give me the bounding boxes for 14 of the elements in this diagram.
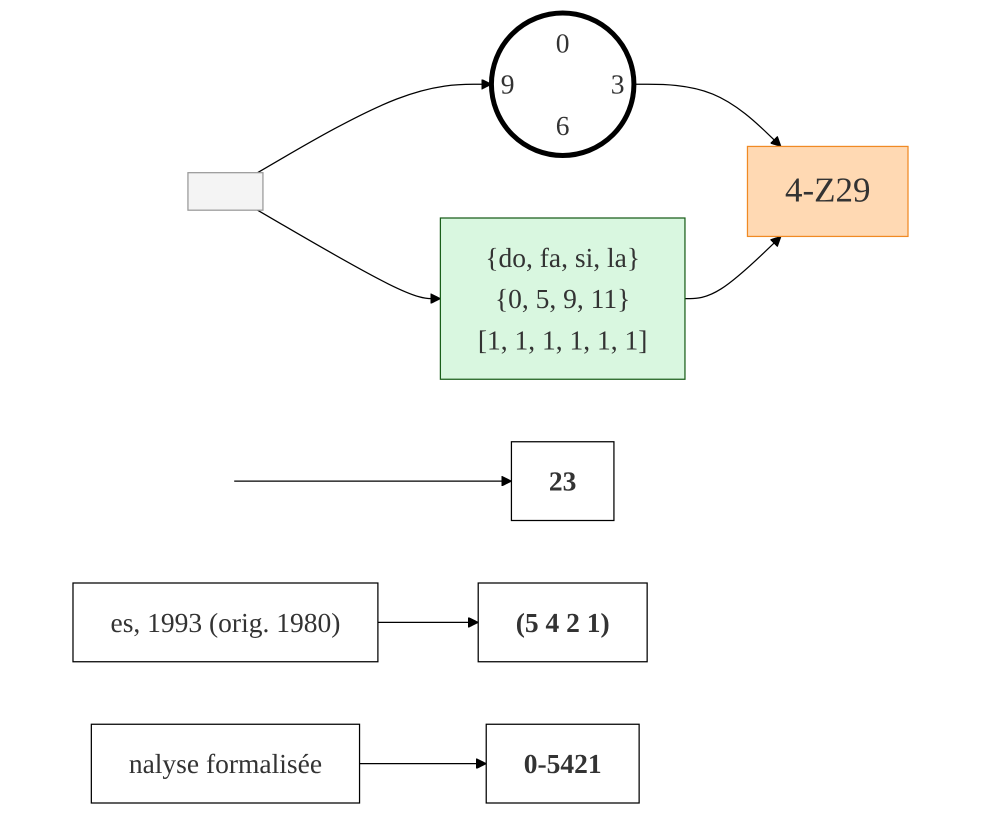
- node-box: 0-5421: [486, 724, 640, 804]
- node-box: 23: [510, 441, 615, 522]
- arrow: [234, 476, 512, 487]
- arrow: [360, 758, 487, 770]
- node-box: 4-Z29: [746, 146, 909, 238]
- arrow: [257, 210, 441, 304]
- arrow: [378, 616, 479, 628]
- node-box: es, 1993 (orig. 1980): [72, 582, 379, 662]
- node-box: [187, 172, 264, 211]
- node-circle: 0 9 3 6: [488, 10, 636, 158]
- node-box: nalyse formalisée: [90, 724, 360, 804]
- node-box: {do, fa, si, la} {0, 5, 9, 11} [1, 1, 1, 1, 1, 1]: [440, 217, 686, 380]
- arrow: [684, 236, 782, 300]
- node-box: (5 4 2 1): [478, 582, 648, 662]
